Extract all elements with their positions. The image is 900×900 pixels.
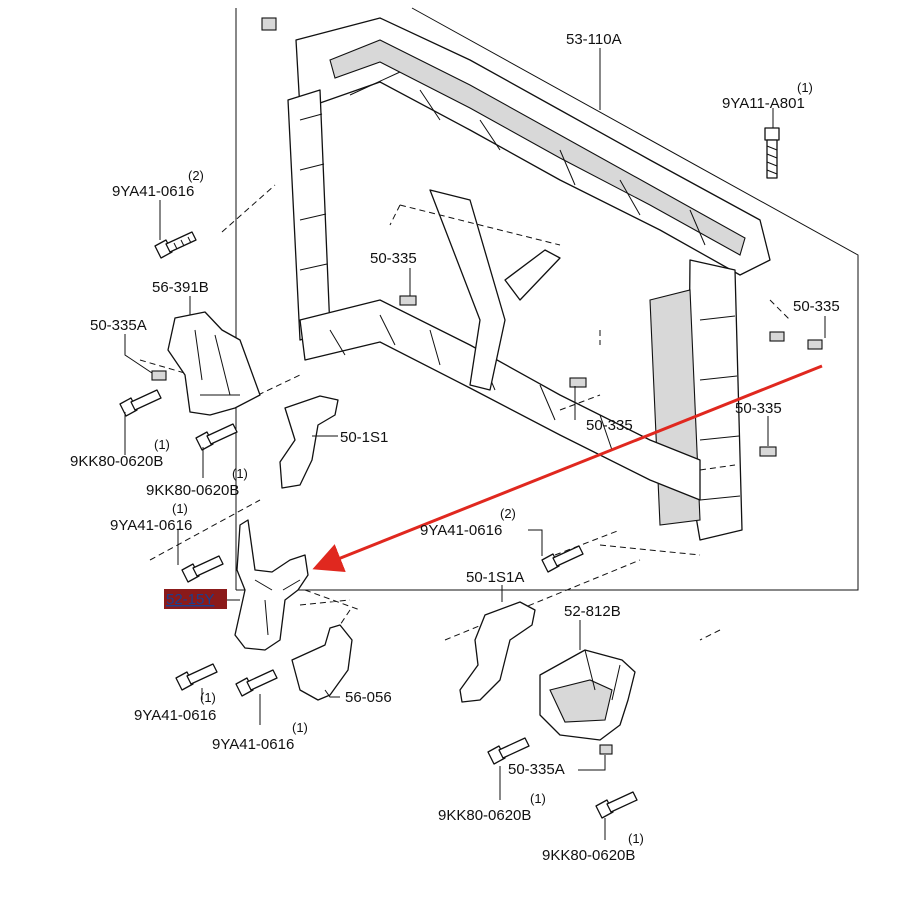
label-50-1s1: 50-1S1: [340, 429, 388, 446]
clip-50-335a-left: [151, 370, 167, 381]
clip-50-335a-lower: [599, 744, 613, 755]
label-50-335-d: 50-335: [735, 400, 782, 417]
bolt-9kk80-left-1: [119, 389, 162, 417]
label-56-056: 56-056: [345, 689, 392, 706]
bolt-9ya41-0616-left: [181, 555, 224, 583]
label-9ya41-0616-c: 9YA41-0616: [420, 522, 502, 539]
bolt-9ya11-a801: [764, 127, 780, 179]
assembly-frame: [235, 7, 859, 591]
label-9kk80-c: 9KK80-0620B: [438, 807, 531, 824]
qty-9ya41-0616-d: (1): [200, 690, 216, 705]
qty-9ya41-0616-a: (2): [188, 168, 204, 183]
bracket-56-056: [291, 624, 353, 701]
label-52-15y: 52-15Y: [166, 591, 214, 608]
qty-9kk80-b: (1): [232, 466, 248, 481]
qty-9kk80-c: (1): [530, 791, 546, 806]
qty-9ya41-0616-c: (2): [500, 506, 516, 521]
qty-9kk80-a: (1): [154, 437, 170, 452]
bolt-9kk80-lower-2: [595, 791, 638, 819]
bolt-9ya41-0616-lower-2: [235, 669, 278, 697]
bracket-56-391b: [167, 311, 261, 416]
shroud-50-1s1a: [459, 601, 536, 703]
bolt-9kk80-left-2: [195, 423, 238, 451]
qty-9ya11-a801: (1): [797, 80, 813, 95]
label-56-391b: 56-391B: [152, 279, 209, 296]
label-50-335-a: 50-335: [370, 250, 417, 267]
label-53-110a: 53-110A: [566, 31, 622, 48]
shroud-50-1s1: [279, 395, 339, 489]
qty-9ya41-0616-e: (1): [292, 720, 308, 735]
label-9kk80-d: 9KK80-0620B: [542, 847, 635, 864]
label-9ya41-0616-a: 9YA41-0616: [112, 183, 194, 200]
label-50-335a-b: 50-335A: [508, 761, 565, 778]
bolt-9ya41-0616-center: [541, 545, 584, 573]
bolt-9ya41-0616-upper-left: [154, 231, 197, 259]
qty-9kk80-d: (1): [628, 831, 644, 846]
label-9ya41-0616-d: 9YA41-0616: [134, 707, 216, 724]
label-9kk80-a: 9KK80-0620B: [70, 453, 163, 470]
label-50-335-b: 50-335: [793, 298, 840, 315]
label-50-335a-a: 50-335A: [90, 317, 147, 334]
label-50-1s1a: 50-1S1A: [466, 569, 524, 586]
bolt-9kk80-lower-1: [487, 737, 530, 765]
guide-lines: [139, 184, 791, 641]
bracket-52-15y: [234, 519, 309, 651]
label-9ya11-a801: 9YA11-A801: [722, 95, 805, 112]
label-9ya41-0616-b: 9YA41-0616: [110, 517, 192, 534]
label-9kk80-b: 9KK80-0620B: [146, 482, 239, 499]
highlight-box: [164, 589, 227, 609]
bracket-52-812b: [539, 649, 636, 741]
leader-lines: [124, 48, 826, 840]
label-52-812b: 52-812B: [564, 603, 621, 620]
bolt-9ya41-0616-lower-1: [175, 663, 218, 691]
label-50-335-c: 50-335: [586, 417, 633, 434]
highlight-arrow: [312, 364, 823, 573]
label-9ya41-0616-e: 9YA41-0616: [212, 736, 294, 753]
qty-9ya41-0616-b: (1): [172, 501, 188, 516]
